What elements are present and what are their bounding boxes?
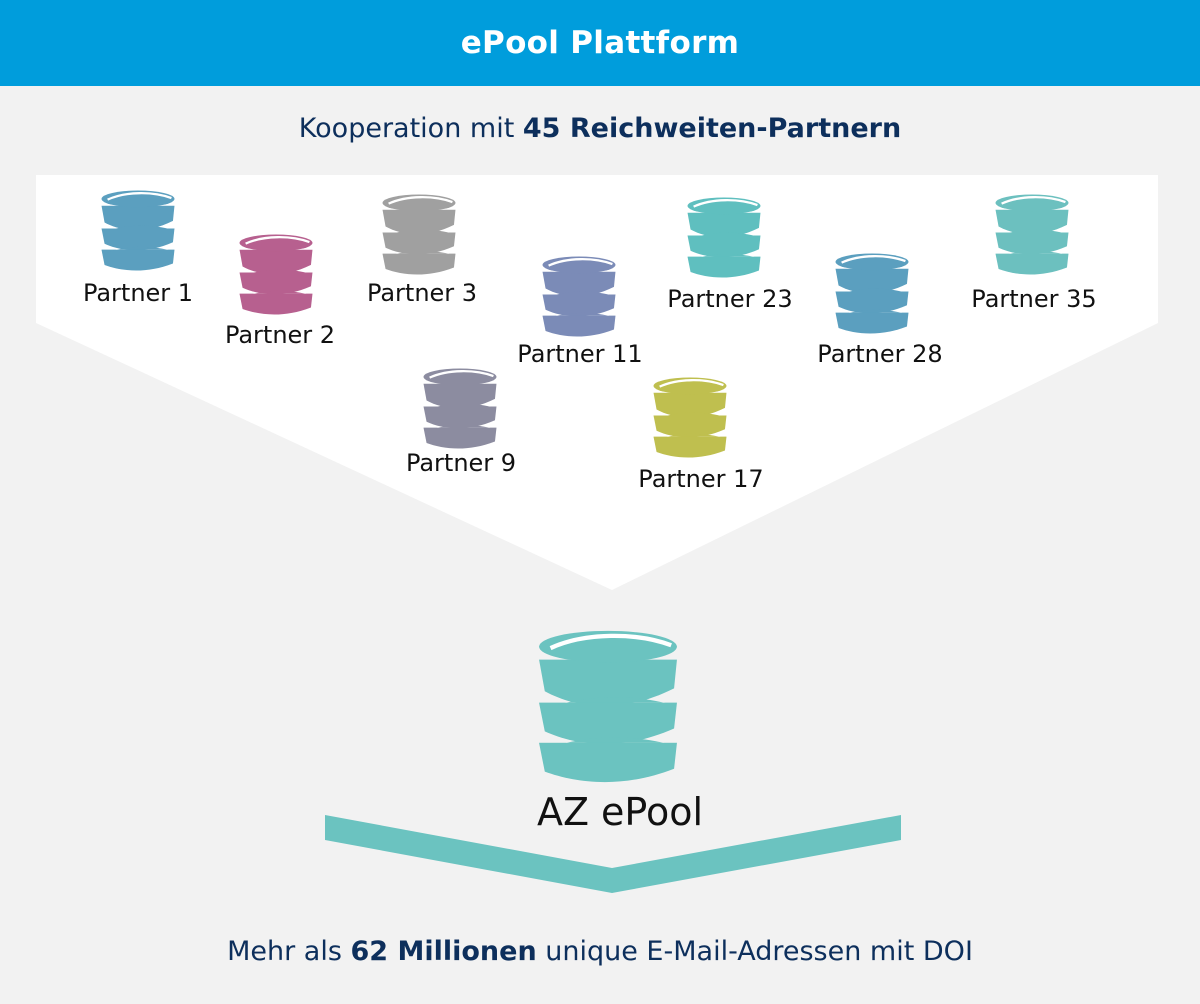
partner-funnel-shape <box>36 175 1158 590</box>
output-arrow <box>325 815 901 893</box>
database-icon <box>994 193 1070 277</box>
database-icon <box>686 196 762 280</box>
subtitle-prefix: Kooperation mit <box>298 113 515 144</box>
subtitle-highlight: 45 Reichweiten-Partnern <box>522 113 902 144</box>
main-db-label: AZ ePool <box>536 790 704 834</box>
header-bar: ePool Plattform <box>0 0 1200 86</box>
main-database-icon <box>533 628 683 786</box>
footer-text: Mehr als 62 Millionen unique E-Mail-Adre… <box>0 936 1200 967</box>
database-icon <box>381 193 457 277</box>
partner-label: Partner 3 <box>366 279 478 307</box>
partner-label: Partner 11 <box>517 340 643 368</box>
database-icon <box>238 233 314 317</box>
partner-label: Partner 35 <box>971 285 1097 313</box>
partner-label: Partner 23 <box>667 285 793 313</box>
footer-prefix: Mehr als <box>227 936 342 967</box>
database-icon <box>422 367 498 451</box>
partner-label: Partner 2 <box>224 321 336 349</box>
partner-label: Partner 17 <box>638 465 764 493</box>
database-icon <box>652 376 728 460</box>
subtitle: Kooperation mit 45 Reichweiten-Partnern <box>0 113 1200 144</box>
partner-label: Partner 9 <box>405 449 517 477</box>
footer-highlight: 62 Millionen <box>350 936 537 967</box>
partner-label: Partner 28 <box>817 340 943 368</box>
database-icon <box>541 255 617 339</box>
page-title: ePool Plattform <box>460 25 740 61</box>
footer-suffix: unique E-Mail-Adressen mit DOI <box>545 936 973 967</box>
partner-label: Partner 1 <box>82 279 194 307</box>
database-icon <box>100 189 176 273</box>
database-icon <box>834 252 910 336</box>
